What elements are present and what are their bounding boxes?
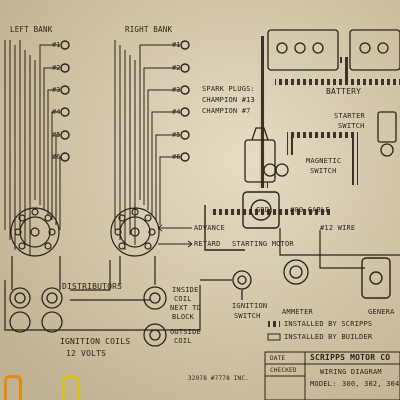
ammeter [283, 259, 309, 285]
starter-switch-label: SWITCH [338, 122, 365, 130]
starter-switch [377, 111, 397, 157]
model-prefix: MODEL: [310, 380, 337, 388]
left-distributor [10, 207, 60, 257]
left-plug-1-label: #1 [52, 41, 61, 49]
ammeter-label: AMMETER [282, 308, 313, 316]
drawing-stamp: 32078 #7778 INC. [188, 375, 249, 382]
diagram-title: WIRING DIAGRAM [320, 368, 382, 376]
champion-13-label: CHAMPION #13 [202, 96, 255, 104]
spark-plugs-label: SPARK PLUGS: [202, 85, 255, 93]
left-bank-plugs [60, 40, 70, 162]
magnetic-label: MAGNETIC [306, 157, 342, 165]
left-plug-2-label: #2 [52, 64, 61, 72]
retard-label: RETARD [194, 240, 221, 248]
magnetic-switch [244, 127, 289, 183]
right-plug-3-label: #3 [172, 86, 181, 94]
battery-label: BATTERY [326, 87, 362, 96]
volts-label: 12 VOLTS [66, 349, 107, 358]
inside-coil-label: COIL [174, 295, 192, 303]
battery [267, 29, 400, 71]
block-label: BLOCK [172, 313, 195, 321]
left-ignition-coils [9, 287, 63, 333]
grd-label: GRD [256, 206, 270, 214]
inside-label: INSIDE [172, 286, 199, 294]
left-plug-4-label: #4 [52, 108, 61, 116]
ignition-switch [200, 270, 252, 300]
cable-label: #00 CABLE [290, 206, 330, 214]
left-bank-title: LEFT BANK [10, 25, 53, 34]
wire-12 [279, 228, 400, 269]
title-field-date: DATE [270, 355, 286, 362]
binder-clip-yellow [62, 375, 80, 400]
ignition-switch-label: SWITCH [234, 312, 261, 320]
advance-label: ADVANCE [194, 224, 225, 232]
coil-wires [4, 256, 201, 331]
generator-label: GENERA [368, 308, 395, 316]
outside-label: OUTSIDE [170, 328, 201, 336]
left-plug-5-label: #5 [52, 131, 61, 139]
legend-swatches [267, 321, 281, 341]
left-plug-3-label: #3 [52, 86, 61, 94]
right-plug-5-label: #5 [172, 131, 181, 139]
outside-coil-label: COIL [174, 337, 192, 345]
ignition-label: IGNITION [232, 302, 268, 310]
starter-label: STARTER [334, 112, 365, 120]
scripps-wiring [210, 36, 400, 215]
right-bank-plugs [180, 40, 190, 162]
left-plug-6-label: #6 [52, 153, 61, 161]
magnetic-switch-label: SWITCH [310, 167, 337, 175]
legend-builder: INSTALLED BY BUILDER [284, 333, 373, 341]
model-numbers: 300, 302, 304 [342, 380, 400, 388]
wire12-label: #12 WIRE [320, 224, 356, 232]
right-plug-2-label: #2 [172, 64, 181, 72]
ignition-coils-label: IGNITION COILS [60, 337, 131, 346]
binder-clip-orange [4, 375, 22, 400]
right-bank-wires [114, 40, 180, 250]
right-bank-title: RIGHT BANK [125, 25, 173, 34]
right-plug-4-label: #4 [172, 108, 181, 116]
next-to-label: NEXT TO [170, 304, 201, 312]
title-block-frame [264, 351, 400, 400]
advance-retard-arrows [157, 224, 193, 248]
left-bank-wires [4, 40, 61, 255]
starting-motor-label: STARTING MOTOR [232, 240, 294, 248]
generator [361, 257, 391, 299]
champion-7-label: CHAMPION #7 [202, 107, 251, 115]
right-distributor [110, 207, 160, 257]
right-plug-1-label: #1 [172, 41, 181, 49]
right-ignition-coils [143, 286, 167, 347]
company-name: SCRIPPS MOTOR CO [310, 353, 391, 362]
distributors-label: DISTRIBUTORS [62, 282, 123, 291]
right-plug-6-label: #6 [172, 153, 181, 161]
legend-scripps: INSTALLED BY SCRIPPS [284, 320, 373, 328]
starting-motor [204, 191, 280, 251]
title-field-checked: CHECKED [270, 367, 297, 374]
